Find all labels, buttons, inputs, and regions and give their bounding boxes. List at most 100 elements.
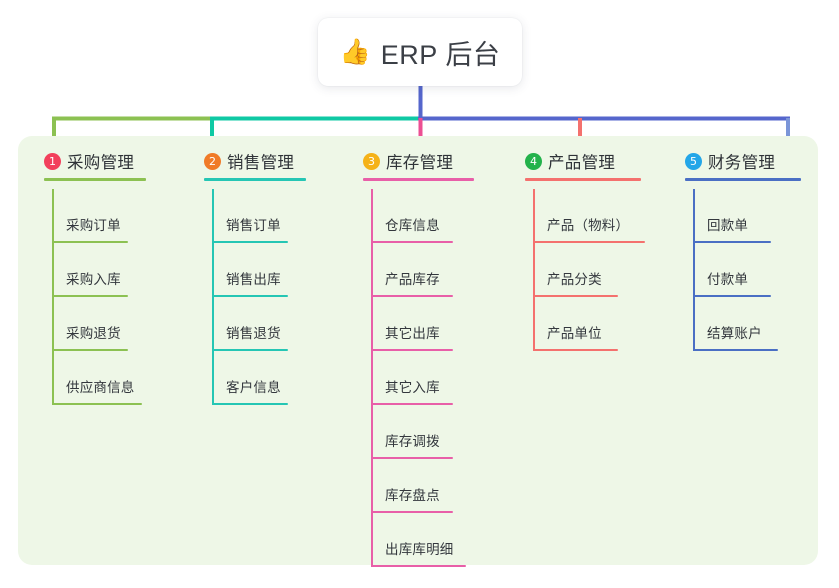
column-header-rule-3 bbox=[363, 178, 474, 181]
column-spine-1 bbox=[52, 189, 54, 405]
leaf-node[interactable]: 采购订单 bbox=[52, 189, 204, 243]
column-header-rule-4 bbox=[525, 178, 641, 181]
column-title-3: 库存管理 bbox=[386, 154, 454, 172]
column-2: 2 销售管理销售订单销售出库销售退货客户信息 bbox=[204, 143, 364, 405]
column-header-rule-2 bbox=[204, 178, 306, 181]
leaf-node-label: 库存盘点 bbox=[385, 488, 440, 503]
page-title: ERP 后台 bbox=[380, 39, 501, 70]
leaf-node-rule bbox=[212, 295, 288, 297]
column-title-2: 销售管理 bbox=[227, 154, 295, 172]
column-header-rule-5 bbox=[685, 178, 801, 181]
root-node-card[interactable]: 👍 ERP 后台 bbox=[318, 18, 522, 86]
leaf-node[interactable]: 出库库明细 bbox=[371, 513, 523, 567]
leaf-node-label: 采购退货 bbox=[66, 326, 121, 341]
leaf-node-label: 产品单位 bbox=[547, 326, 602, 341]
column-items-5: 回款单付款单结算账户 bbox=[685, 189, 839, 351]
leaf-node-rule bbox=[533, 241, 645, 243]
column-badge-3: 3 bbox=[363, 152, 380, 170]
leaf-node[interactable]: 销售订单 bbox=[212, 189, 364, 243]
leaf-node-label: 付款单 bbox=[707, 272, 749, 287]
leaf-node-label: 回款单 bbox=[707, 218, 749, 233]
leaf-node-rule bbox=[533, 349, 618, 351]
leaf-node-rule bbox=[371, 457, 453, 459]
column-5: 5 财务管理回款单付款单结算账户 bbox=[685, 143, 839, 351]
leaf-node-label: 出库库明细 bbox=[385, 542, 454, 557]
leaf-node-rule bbox=[371, 403, 453, 405]
leaf-node[interactable]: 其它出库 bbox=[371, 297, 523, 351]
column-title-1: 采购管理 bbox=[67, 154, 135, 172]
column-header-2[interactable]: 2 销售管理 bbox=[204, 143, 364, 181]
leaf-node-rule bbox=[371, 349, 453, 351]
leaf-node-label: 销售退货 bbox=[226, 326, 281, 341]
column-items-2: 销售订单销售出库销售退货客户信息 bbox=[204, 189, 364, 405]
column-header-3[interactable]: 3 库存管理 bbox=[363, 143, 523, 181]
leaf-node[interactable]: 其它入库 bbox=[371, 351, 523, 405]
leaf-node-rule bbox=[371, 565, 466, 567]
column-header-4[interactable]: 4 产品管理 bbox=[525, 143, 685, 181]
leaf-node-rule bbox=[371, 295, 453, 297]
leaf-node-label: 产品（物料） bbox=[547, 218, 630, 233]
leaf-node-label: 其它入库 bbox=[385, 380, 440, 395]
column-badge-4: 4 bbox=[525, 152, 542, 170]
column-items-4: 产品（物料） 产品分类产品单位 bbox=[525, 189, 685, 351]
leaf-node-rule bbox=[693, 241, 771, 243]
leaf-node-rule bbox=[693, 295, 771, 297]
leaf-node-rule bbox=[212, 349, 288, 351]
leaf-node[interactable]: 采购入库 bbox=[52, 243, 204, 297]
leaf-node[interactable]: 销售出库 bbox=[212, 243, 364, 297]
leaf-node[interactable]: 付款单 bbox=[693, 243, 839, 297]
leaf-node[interactable]: 结算账户 bbox=[693, 297, 839, 351]
leaf-node[interactable]: 仓库信息 bbox=[371, 189, 523, 243]
leaf-node-label: 采购订单 bbox=[66, 218, 121, 233]
column-spine-2 bbox=[212, 189, 214, 405]
column-items-3: 仓库信息产品库存其它出库其它入库库存调拨库存盘点出库库明细 bbox=[363, 189, 523, 567]
leaf-node-label: 产品分类 bbox=[547, 272, 602, 287]
column-badge-2: 2 bbox=[204, 152, 221, 170]
leaf-node-rule bbox=[52, 349, 128, 351]
column-header-1[interactable]: 1 采购管理 bbox=[44, 143, 204, 181]
leaf-node-rule bbox=[371, 511, 453, 513]
column-spine-3 bbox=[371, 189, 373, 567]
column-3: 3 库存管理仓库信息产品库存其它出库其它入库库存调拨库存盘点出库库明细 bbox=[363, 143, 523, 567]
column-badge-5: 5 bbox=[685, 152, 702, 170]
leaf-node-label: 产品库存 bbox=[385, 272, 440, 287]
leaf-node-rule bbox=[533, 295, 618, 297]
leaf-node[interactable]: 库存调拨 bbox=[371, 405, 523, 459]
leaf-node-label: 销售出库 bbox=[226, 272, 281, 287]
leaf-node-label: 销售订单 bbox=[226, 218, 281, 233]
leaf-node-rule bbox=[212, 241, 288, 243]
leaf-node-rule bbox=[371, 241, 453, 243]
leaf-node-label: 其它出库 bbox=[385, 326, 440, 341]
leaf-node[interactable]: 产品（物料） bbox=[533, 189, 685, 243]
leaf-node[interactable]: 供应商信息 bbox=[52, 351, 204, 405]
leaf-node[interactable]: 产品分类 bbox=[533, 243, 685, 297]
leaf-node[interactable]: 客户信息 bbox=[212, 351, 364, 405]
column-spine-5 bbox=[693, 189, 695, 351]
leaf-node[interactable]: 回款单 bbox=[693, 189, 839, 243]
column-spine-4 bbox=[533, 189, 535, 351]
leaf-node[interactable]: 库存盘点 bbox=[371, 459, 523, 513]
leaf-node[interactable]: 销售退货 bbox=[212, 297, 364, 351]
leaf-node-label: 客户信息 bbox=[226, 380, 281, 395]
leaf-node[interactable]: 采购退货 bbox=[52, 297, 204, 351]
column-items-1: 采购订单采购入库采购退货供应商信息 bbox=[44, 189, 204, 405]
column-title-4: 产品管理 bbox=[548, 154, 616, 172]
leaf-node-label: 结算账户 bbox=[707, 326, 762, 341]
column-1: 1 采购管理采购订单采购入库采购退货供应商信息 bbox=[44, 143, 204, 405]
column-title-5: 财务管理 bbox=[708, 154, 776, 172]
leaf-node[interactable]: 产品单位 bbox=[533, 297, 685, 351]
leaf-node-label: 仓库信息 bbox=[385, 218, 440, 233]
leaf-node-rule bbox=[52, 241, 128, 243]
leaf-node-label: 供应商信息 bbox=[66, 380, 135, 395]
leaf-node-rule bbox=[52, 403, 142, 405]
column-header-rule-1 bbox=[44, 178, 146, 181]
column-header-5[interactable]: 5 财务管理 bbox=[685, 143, 839, 181]
leaf-node-rule bbox=[693, 349, 778, 351]
leaf-node[interactable]: 产品库存 bbox=[371, 243, 523, 297]
leaf-node-rule bbox=[212, 403, 288, 405]
thumbs-up-icon: 👍 bbox=[339, 37, 371, 66]
column-4: 4 产品管理产品（物料） 产品分类产品单位 bbox=[525, 143, 685, 351]
leaf-node-label: 库存调拨 bbox=[385, 434, 440, 449]
leaf-node-label: 采购入库 bbox=[66, 272, 121, 287]
column-badge-1: 1 bbox=[44, 152, 61, 170]
